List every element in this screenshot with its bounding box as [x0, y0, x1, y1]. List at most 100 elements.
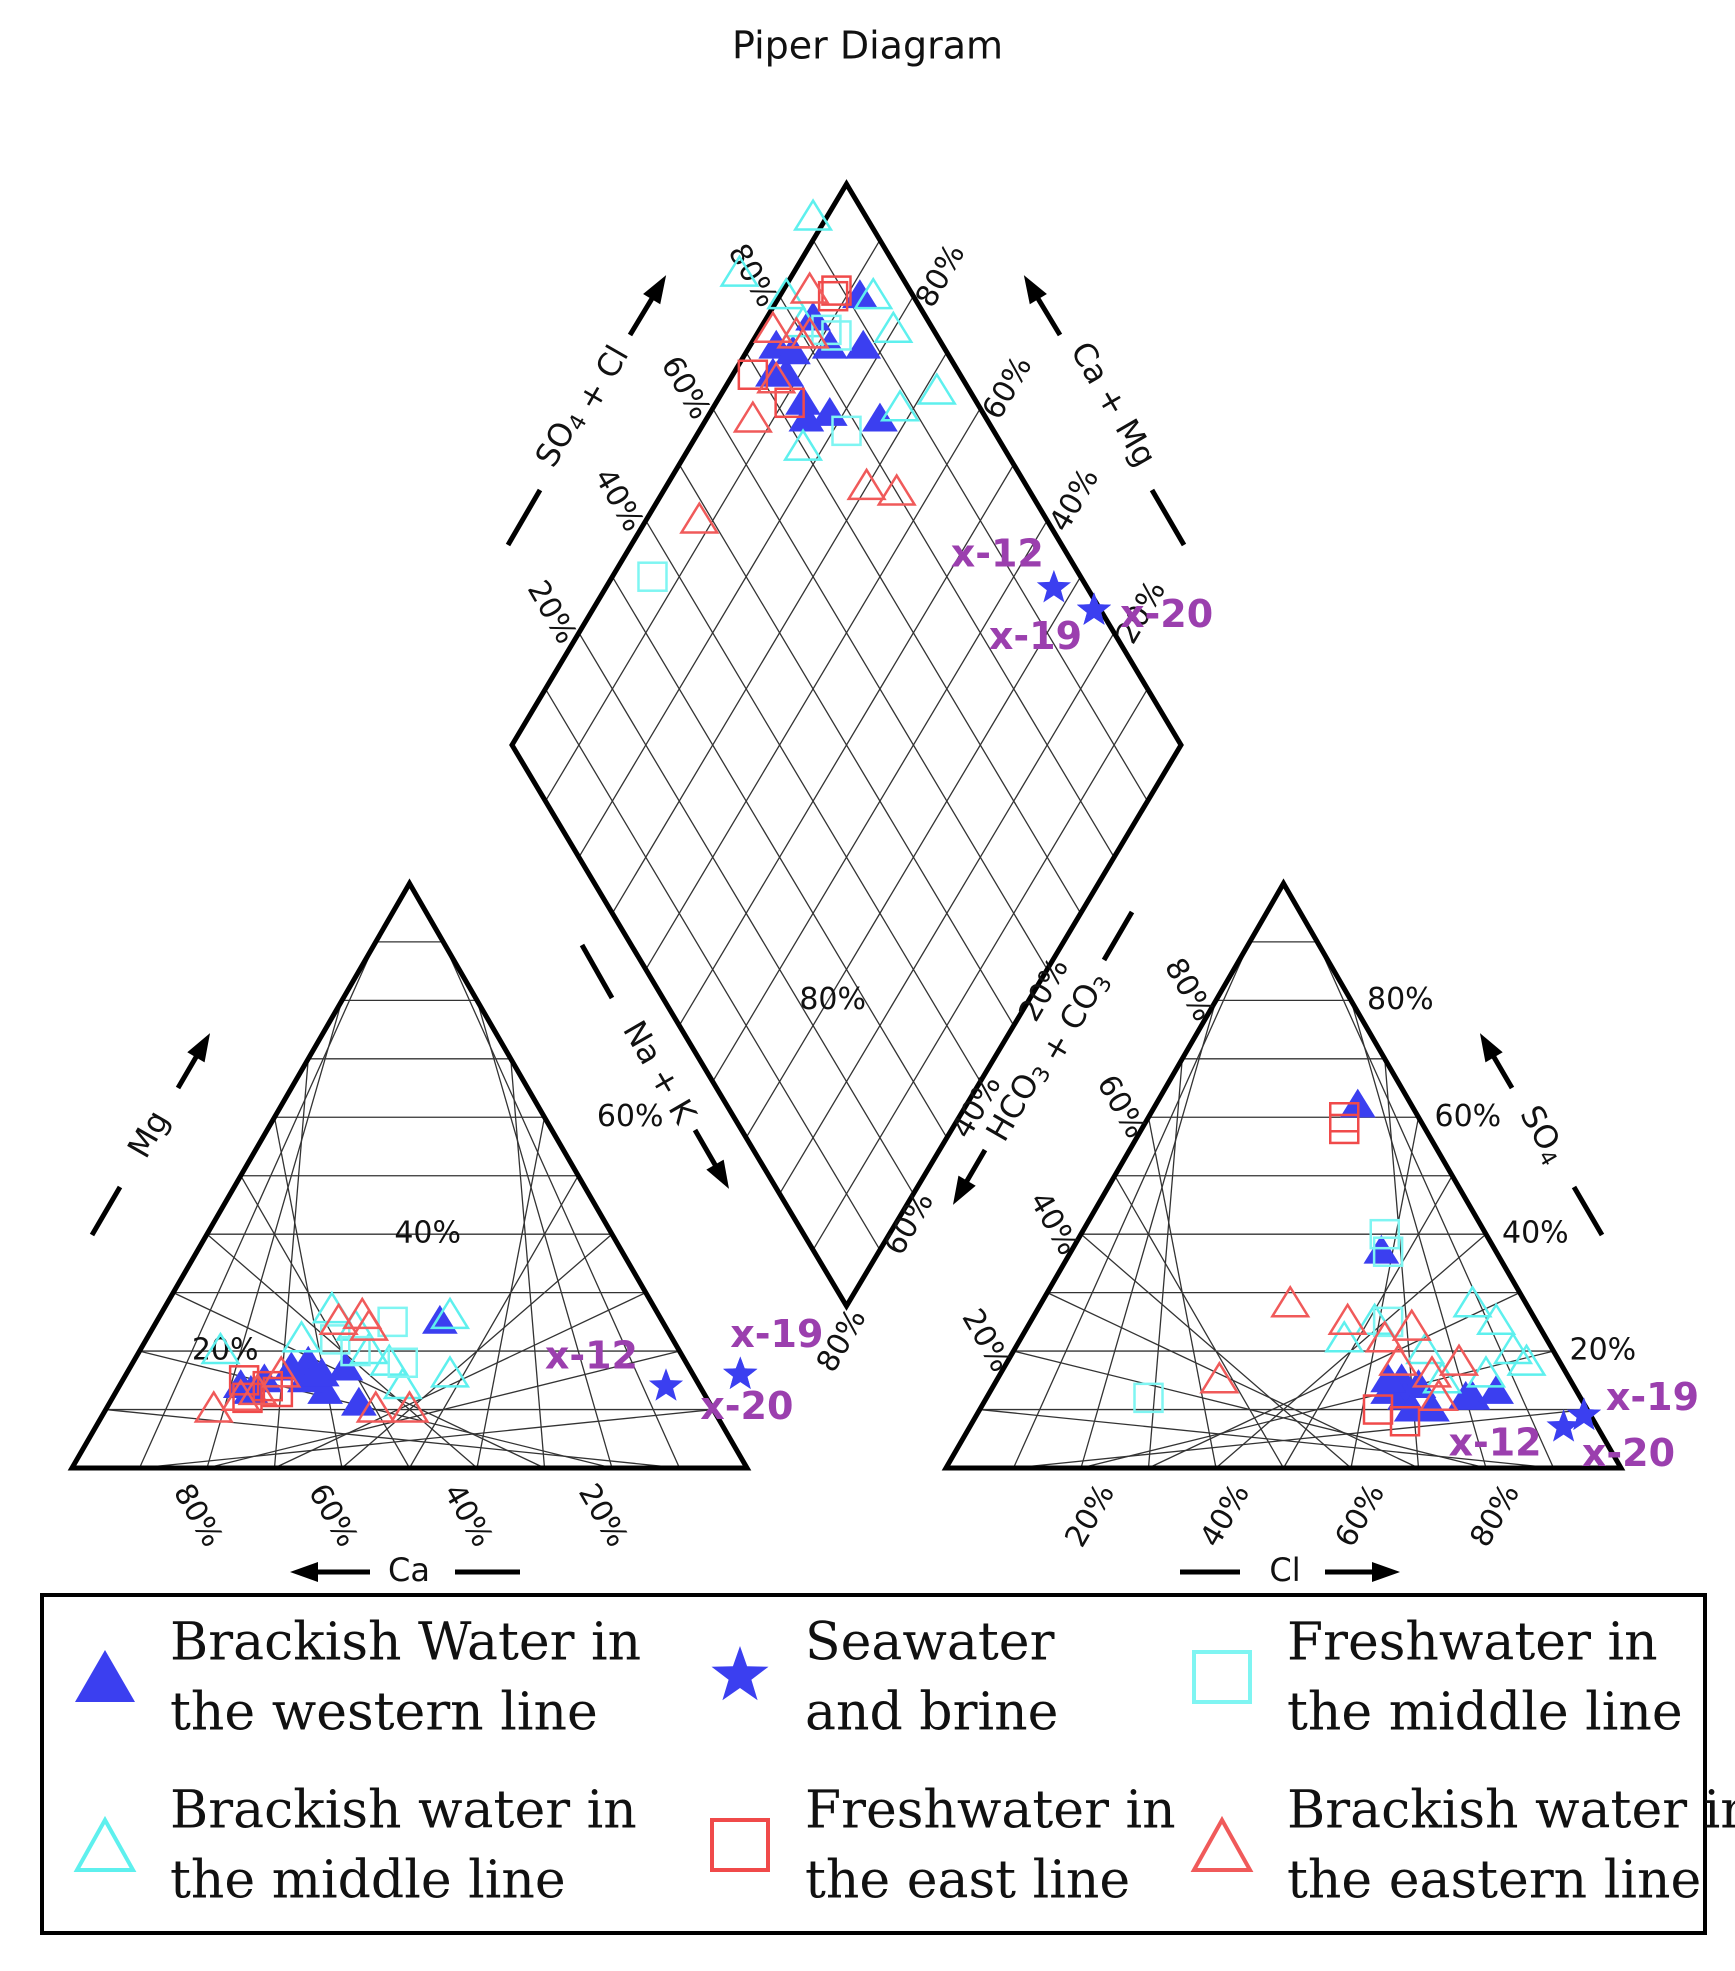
grid-lines: [105, 239, 1588, 1469]
cation-grid-line: [139, 1350, 613, 1469]
sample-label-cation: x-12: [545, 1334, 638, 1378]
camg-axis-dash: [1149, 488, 1187, 547]
camg-tick-label: 80%: [909, 238, 973, 313]
mg-axis-arrow-head: [187, 1033, 211, 1063]
brackish_eastern-diamond-point: [876, 473, 917, 506]
brackish_middle-diamond-point: [766, 276, 807, 310]
chart-title: Piper Diagram: [732, 24, 1003, 68]
brackish_middle-anion-point: [1476, 1302, 1517, 1336]
brackish_eastern-cation-point: [348, 1308, 390, 1341]
cl-tick-label: 60%: [1328, 1478, 1392, 1553]
diamond-grid-line: [645, 408, 981, 970]
camg-axis-label: Ca + Mg: [1063, 335, 1164, 473]
fresh_east-anion-point: [1389, 1405, 1421, 1437]
brackish_middle-anion-point: [1465, 1355, 1507, 1388]
cation-grid-line: [408, 1175, 579, 1469]
brackish_middle-diamond-point: [879, 389, 921, 422]
brackish_eastern-diamond-point: [752, 310, 794, 344]
diamond-grid-line: [678, 464, 1015, 1026]
fresh_middle-anion-point: [1372, 1306, 1404, 1338]
anion-grid-line: [1350, 1117, 1420, 1469]
diamond-grid-line: [578, 295, 914, 858]
cl-axis-arrow-head: [1372, 1562, 1400, 1582]
diamond-grid-line: [745, 351, 1082, 914]
brackish_western-anion-point: [1370, 1363, 1406, 1393]
cl-axis-label: Cl: [1269, 1551, 1300, 1589]
brackish_eastern-anion-point: [1411, 1355, 1453, 1388]
mg-tick-label: 40%: [394, 1216, 461, 1251]
nak-axis-dash: [579, 943, 615, 1000]
brackish_western-cation-point: [233, 1375, 269, 1404]
anion-grid-line: [1046, 1292, 1419, 1469]
so4-axis-label: SO4: [1510, 1099, 1575, 1171]
legend-label: the east line: [805, 1851, 1130, 1911]
brackish_middle-diamond-point: [719, 254, 760, 287]
hco3-axis-arrow-head: [952, 1175, 976, 1205]
brackish_western-anion-point: [1447, 1380, 1484, 1410]
so4cl-axis-label: SO4 + Cl: [527, 335, 636, 477]
sample-label-anion: x-12: [1448, 1421, 1541, 1465]
brackish_western-diamond-point: [845, 329, 882, 359]
cation-grid-line: [442, 941, 681, 1469]
brackish_western-diamond-point: [775, 335, 811, 365]
fresh_east-anion-point: [1329, 1113, 1360, 1145]
camg-axis-arrow-head: [1023, 275, 1047, 305]
brackish_western-diamond-point: [755, 357, 791, 387]
seawater-cation-point: [723, 1356, 758, 1389]
fresh_middle-cation-point: [387, 1347, 418, 1379]
open-square-icon: [710, 1818, 770, 1872]
brackish_western-anion-point: [1414, 1392, 1450, 1422]
fresh_east-cation-point: [232, 1382, 263, 1414]
camg-tick-label: 60%: [976, 350, 1040, 425]
so4-tick-label: 60%: [1435, 1099, 1502, 1134]
camg-tick-label: 40%: [1043, 462, 1107, 537]
fresh_east-cation-point: [262, 1376, 294, 1408]
hco3-tick-label: 60%: [1090, 1069, 1154, 1144]
anion-grid-line: [1080, 1233, 1352, 1469]
hco3-tick-label: 40%: [1022, 1186, 1086, 1261]
brackish_eastern-anion-point: [1364, 1320, 1405, 1353]
brackish_western-cation-point: [297, 1357, 333, 1387]
legend-label: and brine: [805, 1683, 1058, 1743]
brackish_eastern-cation-point: [389, 1390, 430, 1423]
brackish_eastern-anion-point: [1391, 1308, 1432, 1341]
ca-tick-label: 20%: [571, 1478, 635, 1553]
brackish_middle-cation-point: [200, 1331, 241, 1365]
seawater-cation-point: [648, 1368, 684, 1401]
brackish_middle-diamond-point: [916, 372, 957, 405]
cation-grid-line: [105, 1408, 680, 1469]
brackish_middle-diamond-point: [792, 198, 834, 231]
brackish_eastern-diamond-point: [732, 400, 773, 433]
fresh_east-diamond-point: [737, 359, 769, 390]
filled-star-icon: [711, 1646, 769, 1701]
legend-label: Brackish water in: [1287, 1781, 1735, 1841]
cation-triangle: [67, 878, 752, 1471]
brackish_middle-diamond-point: [782, 428, 824, 461]
fresh_middle-anion-point: [1369, 1218, 1400, 1250]
diamond-grid-line: [812, 239, 1149, 802]
open-square-icon: [1192, 1650, 1252, 1704]
so4-tick-label: 40%: [1502, 1216, 1569, 1251]
seawater-anion-point: [1566, 1397, 1601, 1430]
diamond-grid-line: [544, 239, 881, 802]
open-triangle-icon: [73, 1815, 137, 1872]
brackish_eastern-anion-point: [1418, 1378, 1459, 1412]
sample-label-anion: x-19: [1606, 1375, 1699, 1419]
brackish_eastern-anion-point: [1270, 1284, 1311, 1318]
brackish_western-anion-point: [1478, 1375, 1514, 1404]
anion-grid-line: [1013, 1350, 1487, 1469]
brackish_middle-anion-point: [1324, 1320, 1365, 1353]
cation-grid-line: [476, 1000, 613, 1469]
so4cl-axis-arrow-head: [643, 275, 667, 305]
brackish_western-cation-point: [422, 1304, 458, 1334]
open-triangle-icon: [1190, 1815, 1254, 1872]
brackish_western-diamond-point: [811, 397, 848, 426]
sample-label-cation: x-19: [730, 1312, 823, 1356]
brackish_eastern-diamond-point: [756, 360, 797, 394]
fresh_middle-cation-point: [377, 1306, 408, 1338]
data-points: x-12x-12x-12x-19x-19x-19x-20x-20x-20: [193, 198, 1699, 1475]
mg-axis-dash: [89, 1185, 123, 1237]
